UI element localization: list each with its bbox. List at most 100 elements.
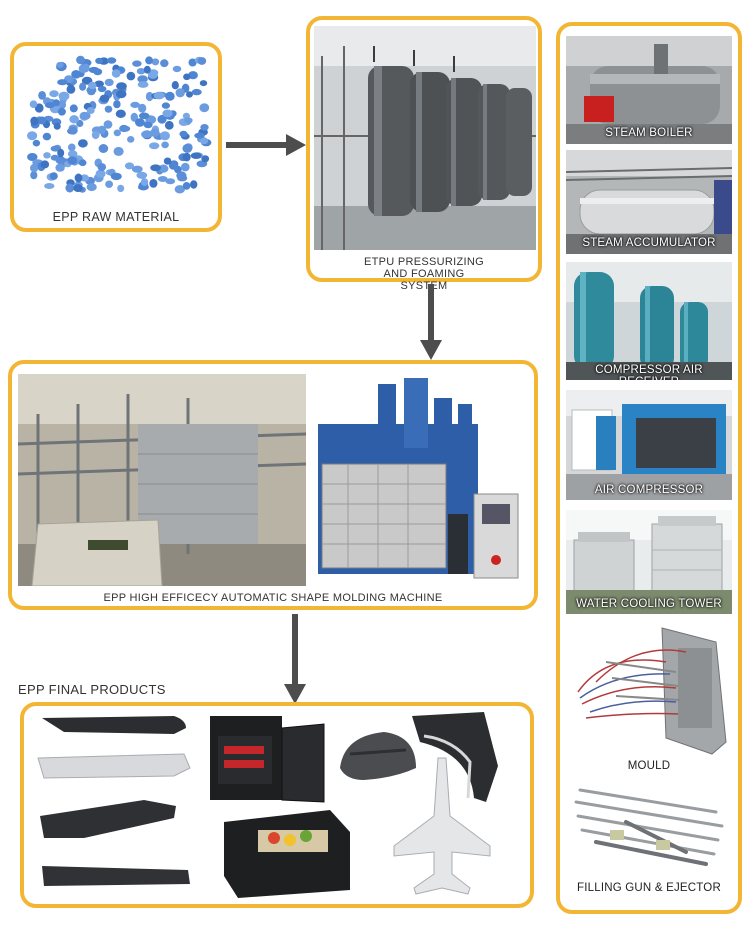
bead [137, 81, 149, 88]
bead [151, 58, 160, 66]
bead [79, 82, 87, 91]
air-compressor-item: AIR COMPRESSOR [566, 390, 732, 500]
bead [105, 180, 113, 188]
arrow-right [226, 134, 306, 156]
steam-boiler-label: STEAM BOILER [605, 127, 693, 139]
compressor-air-receiver-label: COMPRESSOR AIR RECEIVER [595, 364, 703, 380]
bead [97, 85, 107, 93]
air-compressor-label: AIR COMPRESSOR [594, 484, 704, 496]
bead [115, 90, 127, 99]
products-collage [37, 712, 498, 898]
bead [34, 103, 44, 113]
bead [197, 57, 207, 65]
bead [113, 129, 122, 137]
bead [71, 70, 81, 79]
bead [199, 80, 208, 87]
bead [188, 71, 198, 80]
bead [150, 164, 162, 172]
bead [32, 139, 41, 147]
molding-machine-panel: EPP HIGH EFFICECY AUTOMATIC SHAPE MOLDIN… [8, 360, 538, 610]
bead [103, 120, 113, 129]
shape-molding-machine-photo [308, 374, 524, 586]
bead [165, 91, 175, 101]
bead [160, 59, 169, 68]
bead [149, 142, 160, 150]
bead [104, 78, 114, 87]
bead [149, 128, 160, 137]
bead [199, 103, 210, 113]
bead [141, 130, 152, 139]
bead [200, 124, 209, 131]
bead [78, 139, 88, 148]
bead [200, 137, 209, 145]
bead [111, 69, 121, 78]
bead [86, 183, 97, 192]
bead [50, 145, 61, 152]
bead [157, 114, 167, 124]
bead [97, 163, 107, 172]
bead [158, 164, 169, 173]
epp-beads-photo [20, 52, 214, 202]
bead [172, 65, 182, 73]
bead [182, 152, 191, 162]
bead [145, 56, 153, 65]
bead [140, 178, 149, 187]
raw-material-caption: EPP RAW MATERIAL [52, 210, 180, 224]
raw-material-panel: EPP RAW MATERIAL [10, 42, 222, 232]
bead [181, 162, 190, 172]
bead [27, 153, 38, 161]
bead [78, 64, 89, 73]
bead [119, 125, 131, 132]
mould-item: MOULD [566, 622, 732, 780]
bead [161, 141, 169, 149]
bead [194, 132, 205, 139]
arrow-down [420, 284, 442, 360]
bead [53, 122, 61, 130]
bead [162, 109, 173, 118]
bead [113, 146, 124, 156]
bead [67, 126, 78, 135]
steam-boiler-item: STEAM BOILER [566, 36, 732, 144]
bead [149, 179, 158, 188]
bead [131, 165, 143, 173]
bead [147, 71, 158, 79]
bead [138, 112, 150, 120]
bead [157, 176, 168, 182]
bead [57, 107, 66, 116]
bead [161, 102, 170, 109]
bead [186, 91, 193, 98]
bead [127, 136, 135, 143]
molding-machine-caption: EPP HIGH EFFICECY AUTOMATIC SHAPE MOLDIN… [103, 592, 443, 604]
bead [91, 130, 100, 140]
final-products-title: EPP FINAL PRODUCTS [18, 682, 166, 697]
bead [99, 94, 110, 103]
bead [67, 150, 78, 158]
bead [73, 184, 83, 193]
bead [115, 109, 126, 118]
bead [165, 178, 176, 185]
bead [110, 172, 122, 181]
bead [179, 130, 188, 138]
bead [184, 117, 193, 124]
pressure-tanks-photo [314, 26, 536, 250]
bead [153, 91, 165, 100]
bead [95, 169, 106, 178]
filling-gun-ejector-label: FILLING GUN & EJECTOR [577, 882, 721, 894]
bead [78, 159, 87, 167]
bead [160, 131, 170, 141]
bead [88, 81, 97, 90]
bead [80, 112, 91, 120]
bead [113, 100, 121, 109]
bead [164, 120, 174, 130]
bead [201, 155, 210, 163]
bead [27, 131, 38, 141]
bead [38, 116, 46, 125]
bead [49, 90, 59, 98]
bead [57, 79, 68, 86]
bead [190, 180, 198, 189]
bead [67, 156, 77, 165]
bead [65, 183, 75, 193]
compressor-air-receiver-item: COMPRESSOR AIR RECEIVER [566, 262, 732, 380]
steam-accumulator-item: STEAM ACCUMULATOR [566, 150, 732, 254]
bead [43, 152, 51, 159]
